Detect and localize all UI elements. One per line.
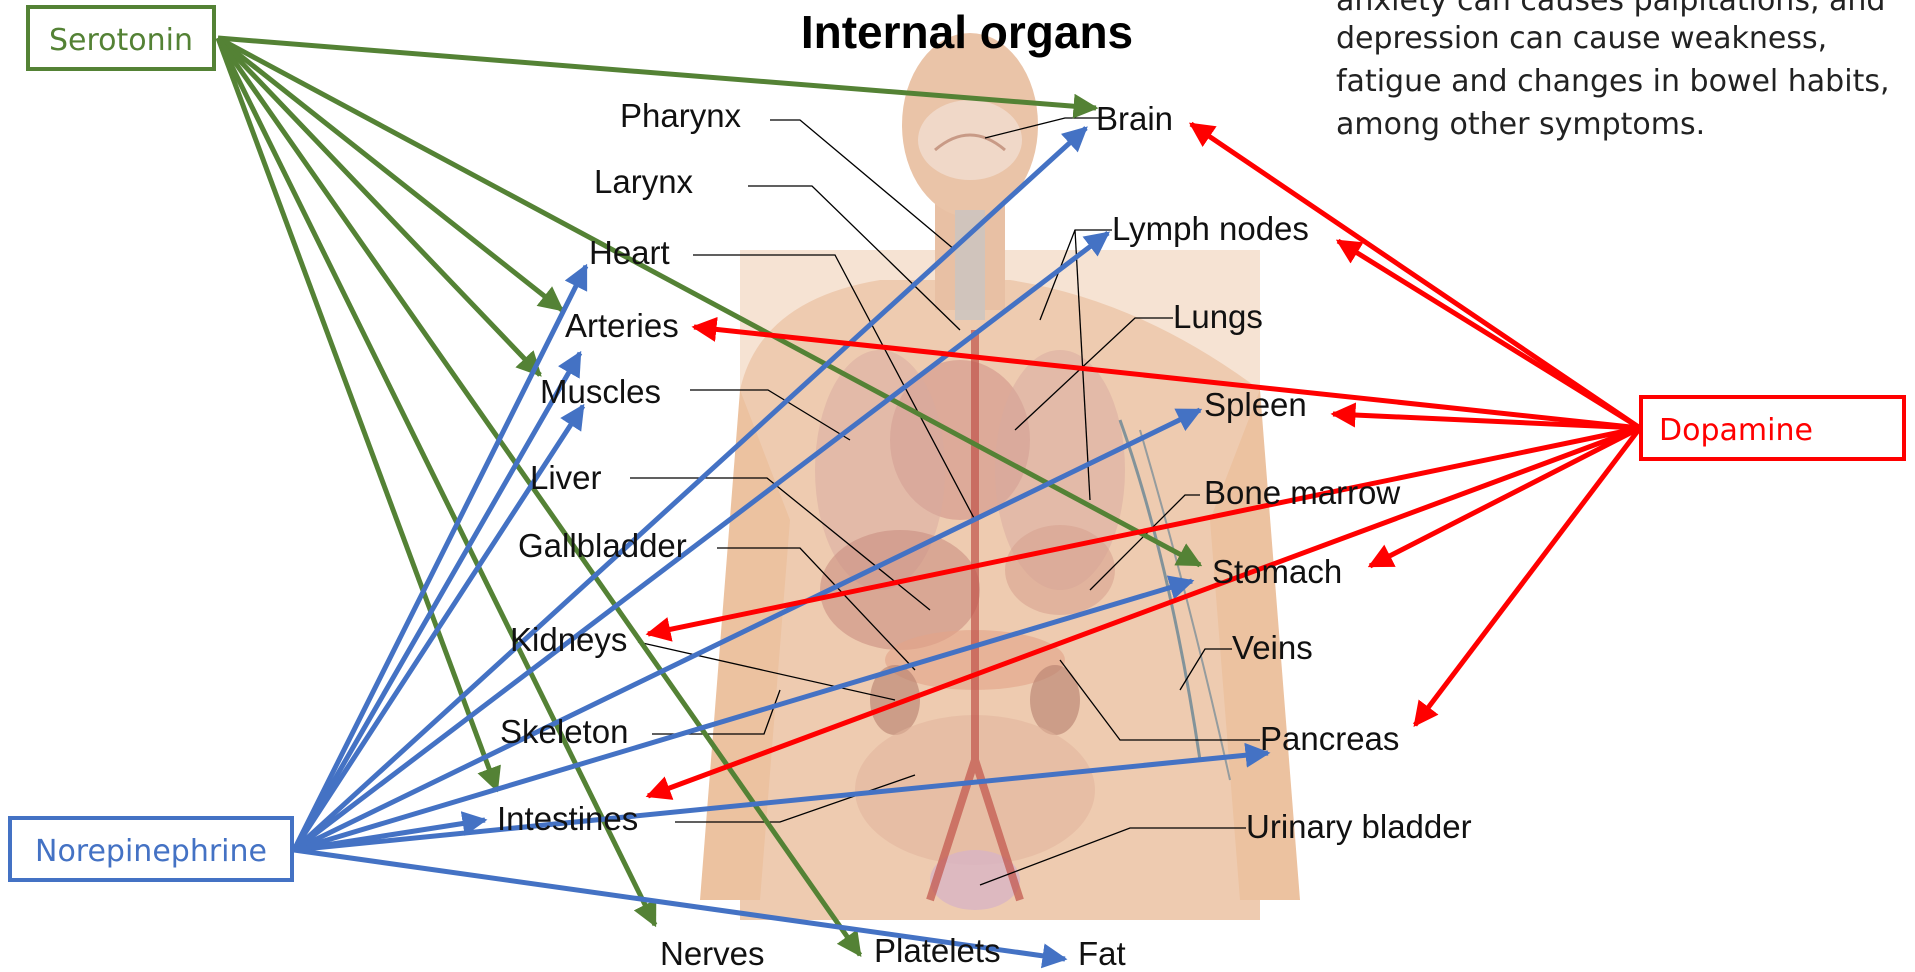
organ-label-bone-marrow: Bone marrow — [1204, 474, 1400, 511]
organ-label-spleen: Spleen — [1204, 386, 1307, 423]
note-line: anxiety can causes palpitations, and — [1336, 0, 1885, 18]
norepinephrine-box: Norepinephrine — [10, 818, 292, 880]
serotonin-box: Serotonin — [28, 7, 214, 69]
organ-label-veins: Veins — [1232, 629, 1313, 666]
organ-label-skeleton: Skeleton — [500, 713, 628, 750]
organ-label-pancreas: Pancreas — [1260, 720, 1399, 757]
organ-label-kidneys: Kidneys — [510, 621, 627, 658]
organ-label-fat: Fat — [1078, 935, 1126, 972]
organ-label-lungs: Lungs — [1173, 298, 1263, 335]
organ-label-larynx: Larynx — [594, 163, 694, 200]
dopamine-arrow-stomach — [1370, 428, 1640, 566]
serotonin-arrow-muscles — [218, 38, 540, 375]
organ-label-gallbladder: Gallbladder — [518, 527, 687, 564]
organ-label-platelets: Platelets — [874, 932, 1001, 969]
organ-label-lymph-nodes: Lymph nodes — [1112, 210, 1309, 247]
note-paragraph: anxiety can causes palpitations, and dep… — [1336, 0, 1890, 142]
organ-label-pharynx: Pharynx — [620, 97, 742, 134]
organ-label-heart: Heart — [589, 234, 670, 271]
dopamine-arrow-pancreas — [1415, 428, 1640, 725]
page-title: Internal organs — [801, 6, 1133, 58]
note-line: among other symptoms. — [1336, 107, 1705, 142]
dopamine-box: Dopamine — [1641, 397, 1904, 459]
serotonin-label: Serotonin — [49, 23, 193, 58]
organ-label-brain: Brain — [1096, 100, 1173, 137]
dopamine-label: Dopamine — [1659, 413, 1813, 448]
organ-label-urinary-bladder: Urinary bladder — [1246, 808, 1472, 845]
organ-label-nerves: Nerves — [660, 935, 765, 972]
note-line: fatigue and changes in bowel habits, — [1336, 64, 1890, 99]
note-line: depression can cause weakness, — [1336, 21, 1827, 56]
organ-label-stomach: Stomach — [1212, 553, 1342, 590]
norepinephrine-label: Norepinephrine — [35, 834, 267, 869]
organ-label-arteries: Arteries — [565, 307, 679, 344]
organ-label-muscles: Muscles — [540, 373, 661, 410]
organ-label-liver: Liver — [530, 459, 602, 496]
organ-label-intestines: Intestines — [497, 800, 638, 837]
